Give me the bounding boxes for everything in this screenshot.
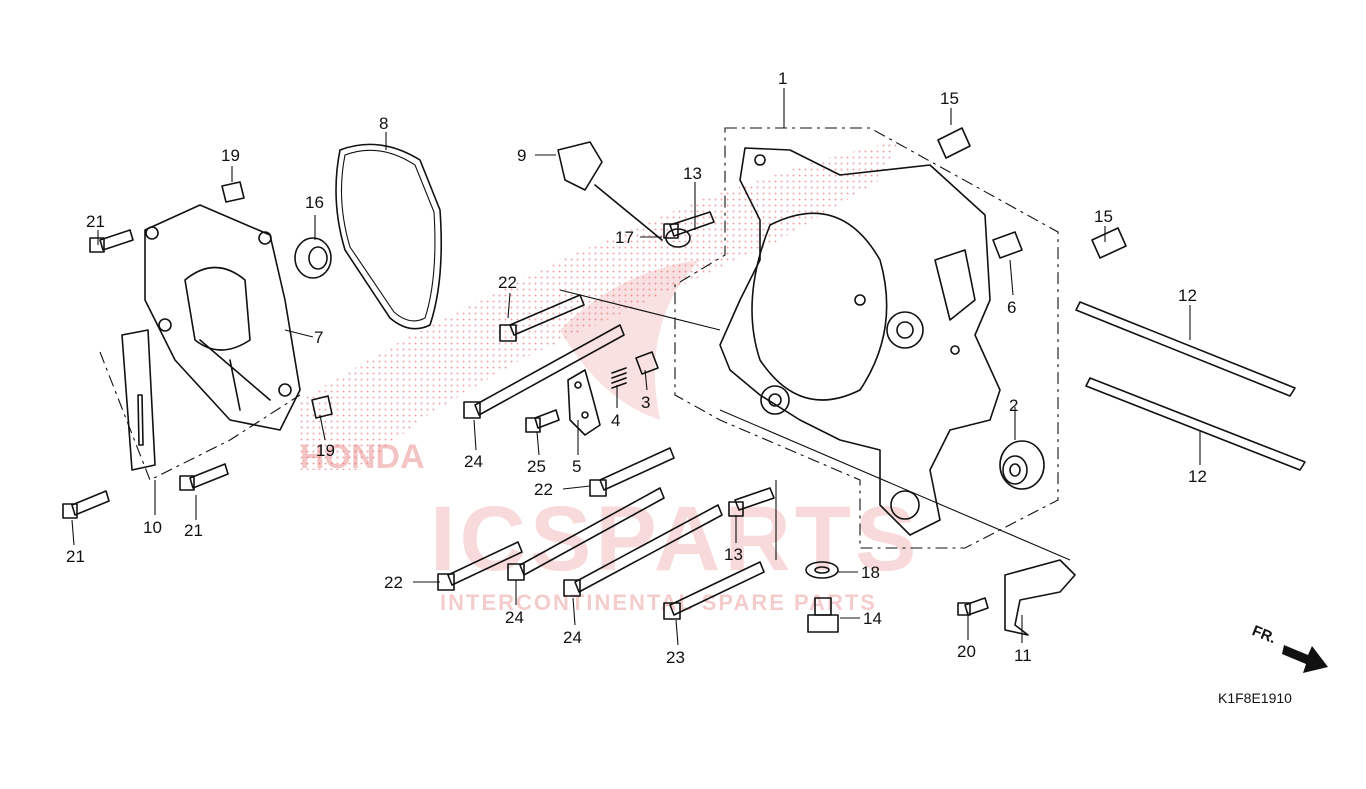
watermark-swoosh [560,260,700,420]
studs [1075,301,1306,471]
callout-18: 18 [861,563,880,582]
watermark: HONDA ICSPARTS INTERCONTINENTAL SPARE PA… [300,140,920,615]
callout-7: 7 [314,328,323,347]
watermark-wing-logo [300,140,900,470]
oil-seal [294,237,332,279]
left-cover [144,204,301,431]
callout-19a: 19 [221,146,240,165]
callout-12b: 12 [1188,467,1207,486]
watermark-tagline: INTERCONTINENTAL SPARE PARTS [440,590,877,615]
right-crankcase [719,147,1001,536]
watermark-brand: ICSPARTS [430,488,920,590]
callout-24c: 24 [563,628,582,647]
gasket-inner [340,149,436,322]
front-direction-indicator: FR. [1250,622,1328,673]
guide-plate [121,329,156,471]
callout-16: 16 [305,193,324,212]
cover-assembly-outline [99,351,301,481]
front-direction-label: FR. [1250,622,1279,647]
o-ring [665,228,691,248]
assembly-outlines [99,127,1059,549]
gasket [335,143,443,330]
callout-20: 20 [957,642,976,661]
diagram-code: K1F8E1910 [1218,690,1292,706]
callout-23: 23 [666,648,685,667]
spring [611,367,627,389]
bracket [1004,559,1076,636]
leader-lines [71,88,1201,646]
callout-6: 6 [1007,298,1016,317]
callout-5: 5 [572,457,581,476]
callout-12a: 12 [1178,286,1197,305]
callout-10: 10 [143,518,162,537]
callout-19b: 19 [316,441,335,460]
dowel-pins [221,127,1127,419]
callout-4: 4 [611,411,620,430]
callout-21b: 21 [184,521,203,540]
callout-25: 25 [527,457,546,476]
callout-21c: 21 [66,547,85,566]
callout-24b: 24 [505,608,524,627]
callout-24a: 24 [464,452,483,471]
callout-22b: 22 [534,480,553,499]
callout-numbers: 1 2 3 4 5 6 7 8 9 10 11 12 12 13 13 14 1… [66,69,1207,667]
callout-15b: 15 [1094,207,1113,226]
crankcase-assembly-outline [674,127,1059,549]
callout-3: 3 [641,393,650,412]
callout-14: 14 [863,609,882,628]
callout-11: 11 [1014,646,1032,665]
callout-22a: 22 [498,273,517,292]
callout-22c: 22 [384,573,403,592]
callout-13a: 13 [683,164,702,183]
bearing [999,440,1045,490]
bolts [62,211,989,620]
dipstick [557,141,663,241]
arrow-right-icon [1282,645,1328,673]
callout-15a: 15 [940,89,959,108]
callout-9: 9 [517,146,526,165]
callout-21a: 21 [86,212,105,231]
lock-plate [567,369,601,436]
watermark-maker: HONDA [300,438,425,476]
callout-8: 8 [379,114,388,133]
sealing-washer [805,561,839,579]
callout-13b: 13 [724,545,743,564]
callout-2: 2 [1009,396,1018,415]
callout-1: 1 [778,69,787,88]
drain-bolt [807,597,839,633]
callout-17: 17 [615,228,634,247]
